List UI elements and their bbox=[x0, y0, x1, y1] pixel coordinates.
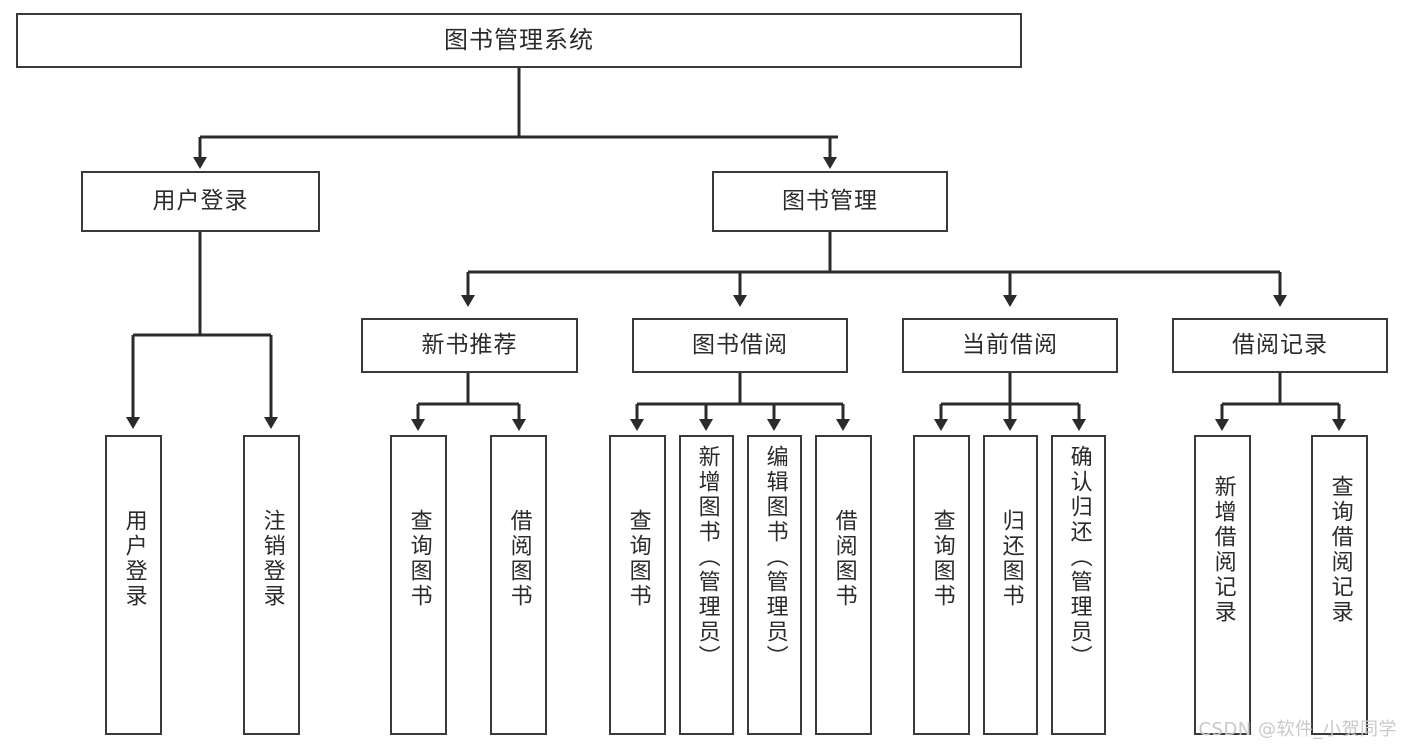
leaf-borrow-book-1-label: 借阅图书 bbox=[506, 509, 532, 609]
leaf-query-book-2-label: 查询图书 bbox=[625, 509, 651, 609]
leaf-borrow-book-1[interactable]: 借阅图书 bbox=[490, 435, 547, 735]
leaf-edit-book[interactable]: 编辑图书（管理员） bbox=[747, 435, 802, 735]
leaf-query-book-3-label: 查询图书 bbox=[929, 509, 955, 609]
node-borrow-record-label: 借阅记录 bbox=[1232, 331, 1328, 358]
csdn-watermark: CSDN @软件_小贺同学 bbox=[1198, 719, 1397, 740]
leaf-return-book[interactable]: 归还图书 bbox=[983, 435, 1038, 735]
node-current-borrow[interactable]: 当前借阅 bbox=[902, 318, 1118, 373]
leaf-logout-login-label: 注销登录 bbox=[259, 509, 285, 609]
leaf-user-login-label: 用户登录 bbox=[121, 509, 147, 609]
leaf-query-book-2[interactable]: 查询图书 bbox=[609, 435, 666, 735]
leaf-query-book-3[interactable]: 查询图书 bbox=[913, 435, 970, 735]
node-user-login-label: 用户登录 bbox=[152, 187, 249, 214]
node-new-book-recommend-label: 新书推荐 bbox=[421, 331, 518, 358]
leaf-edit-book-label: 编辑图书（管理员） bbox=[762, 445, 788, 670]
leaf-add-book[interactable]: 新增图书（管理员） bbox=[679, 435, 734, 735]
leaf-add-record[interactable]: 新增借阅记录 bbox=[1194, 435, 1251, 735]
leaf-return-book-label: 归还图书 bbox=[998, 509, 1024, 609]
leaf-add-book-label: 新增图书（管理员） bbox=[694, 445, 720, 670]
leaf-logout-login[interactable]: 注销登录 bbox=[243, 435, 300, 735]
leaf-borrow-book-2[interactable]: 借阅图书 bbox=[815, 435, 872, 735]
node-book-management[interactable]: 图书管理 bbox=[712, 171, 948, 232]
node-new-book-recommend[interactable]: 新书推荐 bbox=[361, 318, 578, 373]
node-root[interactable]: 图书管理系统 bbox=[16, 13, 1022, 68]
node-current-borrow-label: 当前借阅 bbox=[962, 331, 1058, 358]
node-book-management-label: 图书管理 bbox=[782, 187, 878, 214]
leaf-query-record-label: 查询借阅记录 bbox=[1327, 475, 1353, 625]
node-book-borrow-label: 图书借阅 bbox=[692, 331, 788, 358]
leaf-query-book-1-label: 查询图书 bbox=[406, 509, 432, 609]
leaf-add-record-label: 新增借阅记录 bbox=[1210, 475, 1236, 625]
leaf-borrow-book-2-label: 借阅图书 bbox=[831, 509, 857, 609]
node-root-label: 图书管理系统 bbox=[444, 26, 594, 55]
leaf-query-record[interactable]: 查询借阅记录 bbox=[1311, 435, 1368, 735]
node-book-borrow[interactable]: 图书借阅 bbox=[632, 318, 848, 373]
leaf-user-login[interactable]: 用户登录 bbox=[105, 435, 162, 735]
leaf-confirm-return[interactable]: 确认归还（管理员） bbox=[1051, 435, 1106, 735]
node-user-login[interactable]: 用户登录 bbox=[81, 171, 320, 232]
leaf-query-book-1[interactable]: 查询图书 bbox=[390, 435, 447, 735]
node-borrow-record[interactable]: 借阅记录 bbox=[1172, 318, 1388, 373]
leaf-confirm-return-label: 确认归还（管理员） bbox=[1066, 445, 1092, 670]
